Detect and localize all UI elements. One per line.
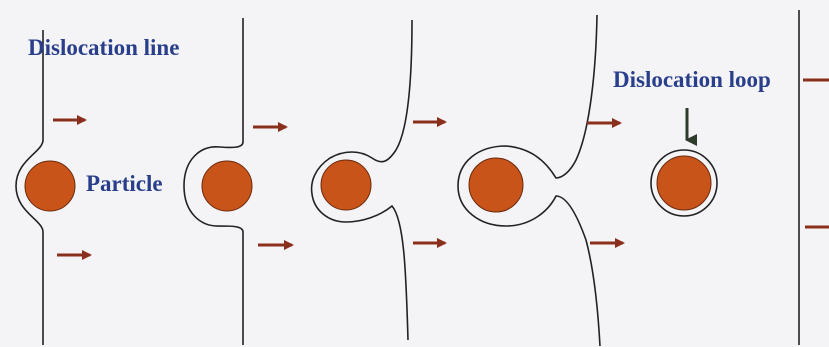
particle-3 [321, 160, 371, 210]
particle-1 [25, 161, 75, 211]
dislocation-line-label: Dislocation line [28, 36, 179, 59]
dislocation-loop-label: Dislocation loop [613, 68, 771, 91]
particle-2 [202, 161, 252, 211]
particle-4 [469, 158, 523, 212]
particle-5 [657, 156, 711, 210]
particle-label: Particle [86, 172, 163, 195]
